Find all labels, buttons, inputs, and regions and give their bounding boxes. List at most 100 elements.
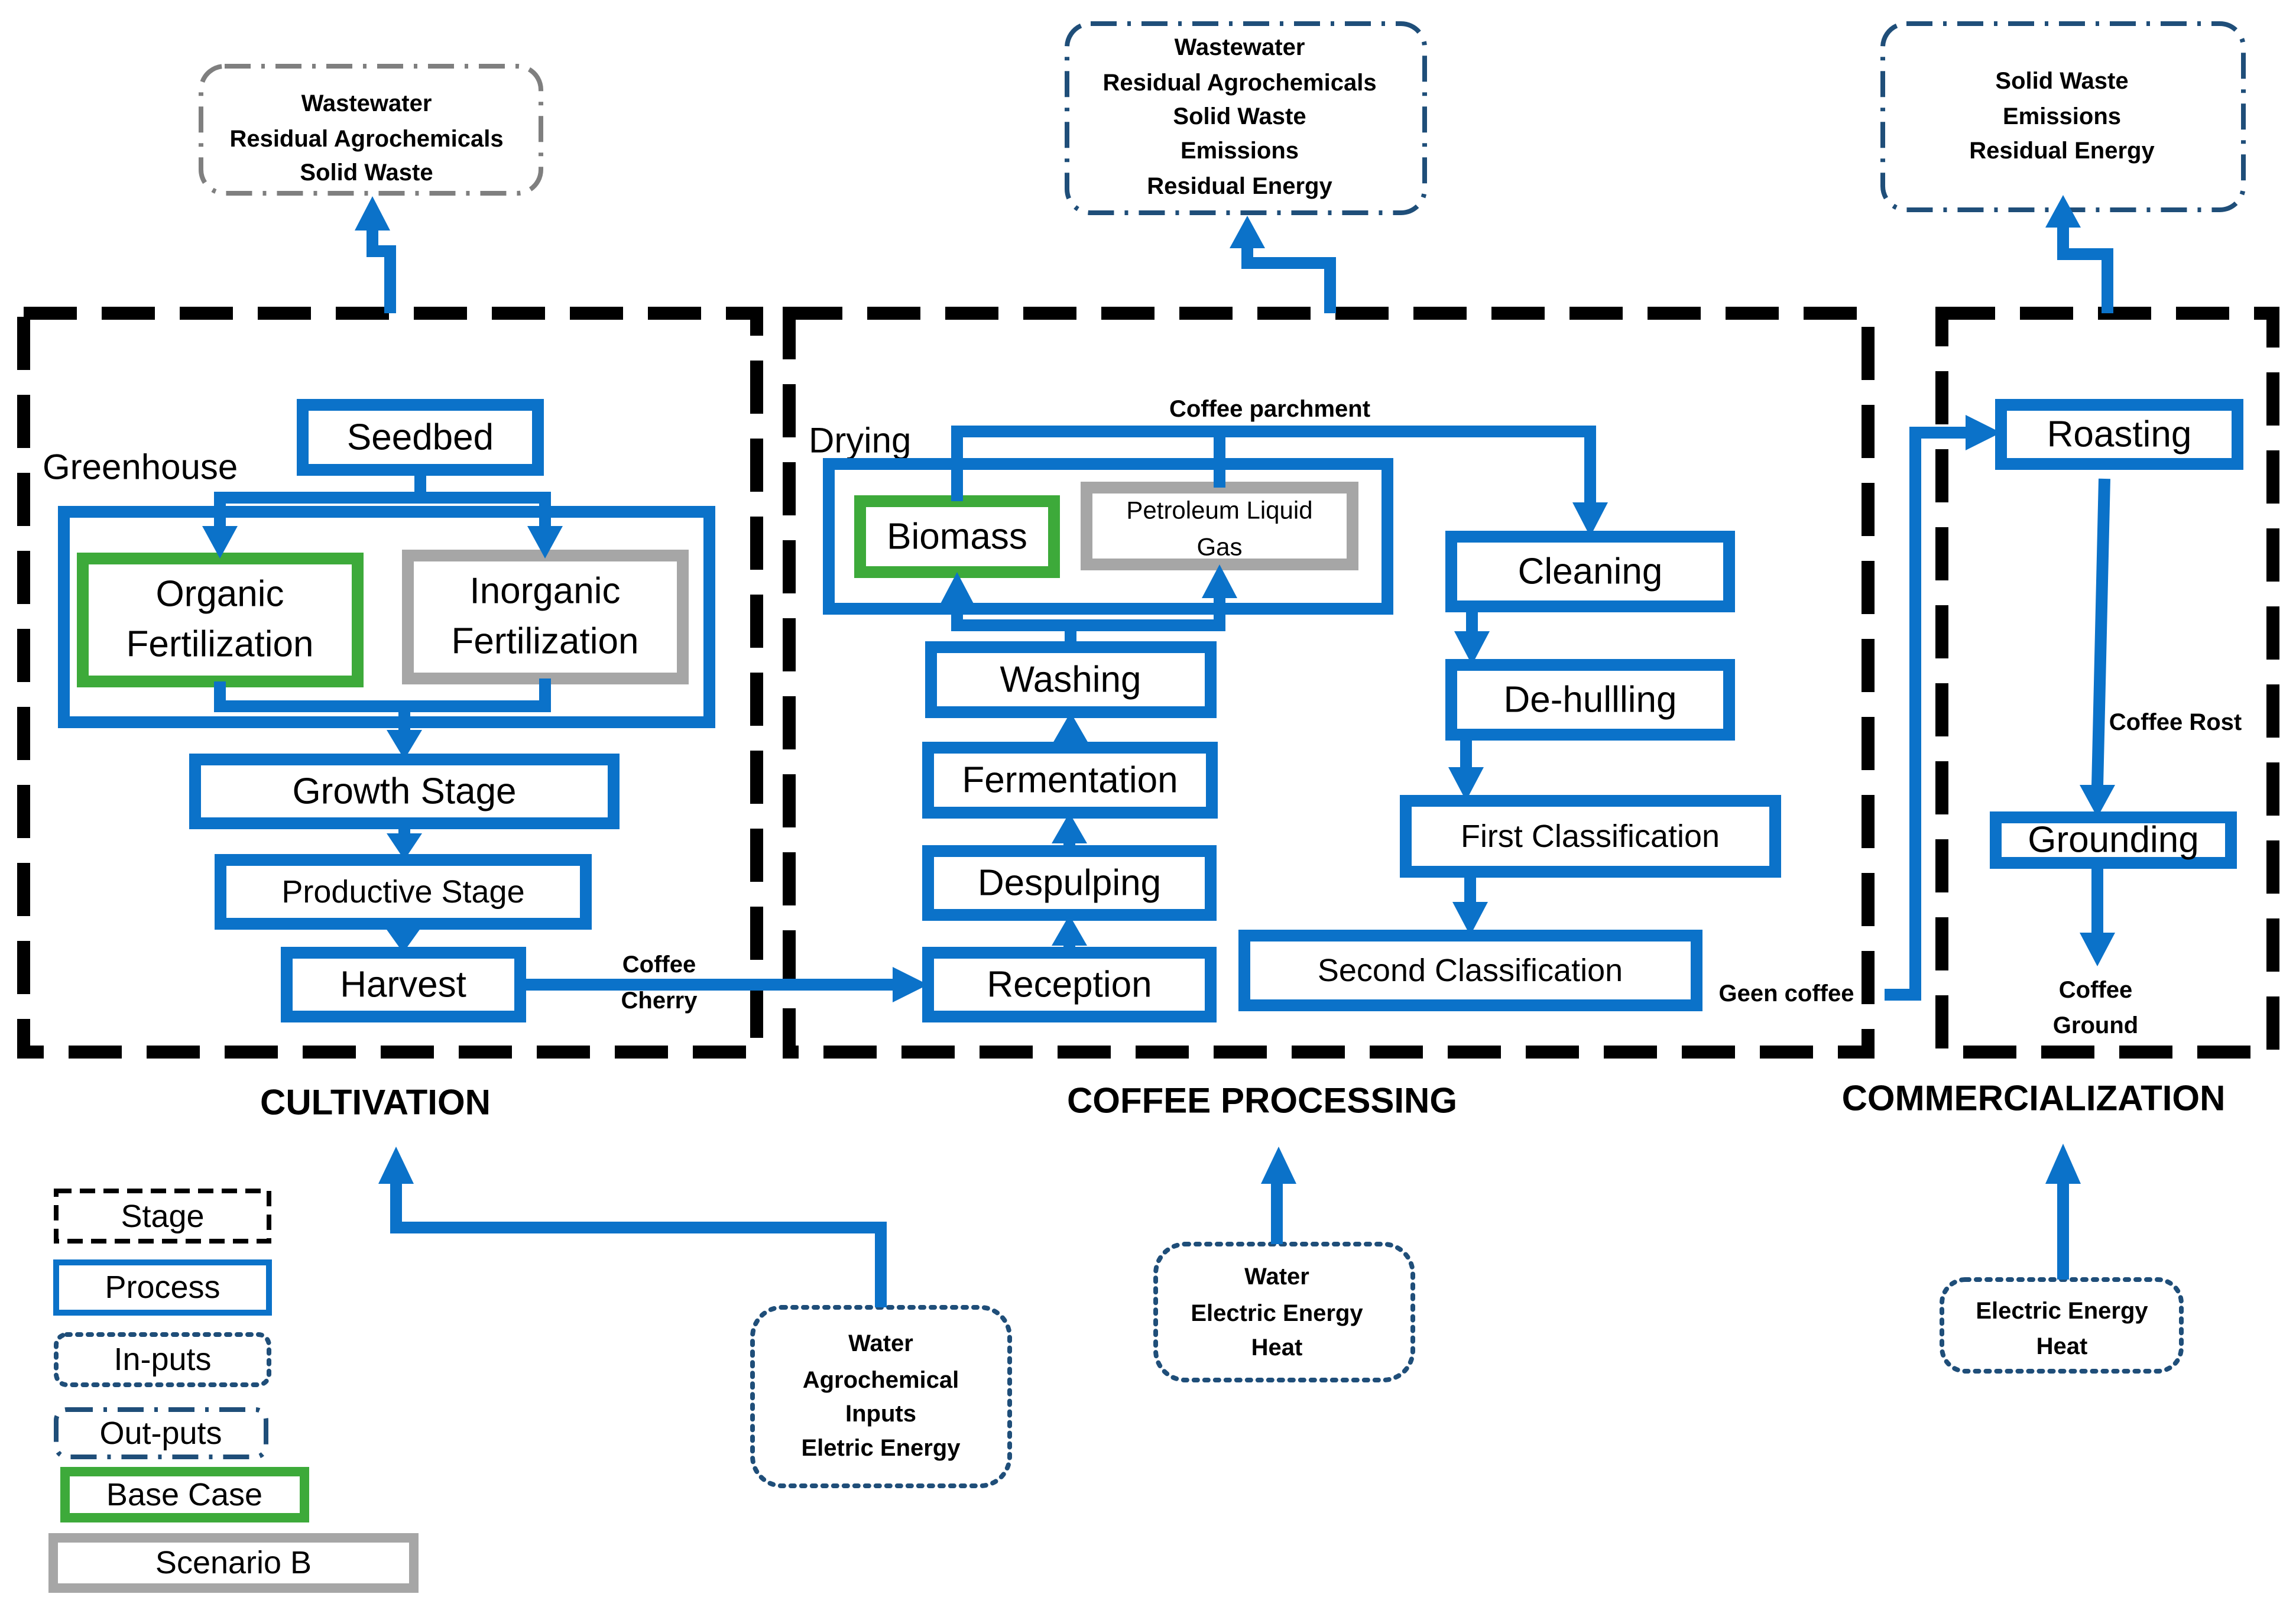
legend-base-case-swatch (60, 1467, 309, 1522)
process-harvest-label: Harvest (340, 965, 466, 1005)
process-fermentation-label: Fermentation (962, 760, 1178, 801)
process-first-classification (1400, 795, 1781, 878)
process-grounding (1990, 811, 2237, 869)
flow-arrowhead (893, 967, 928, 1002)
flow-seedbed-split (214, 470, 551, 526)
legend-process-label: Process (105, 1270, 220, 1305)
flow-arrowhead (1230, 216, 1265, 248)
process-cleaning-label: Cleaning (1518, 551, 1663, 592)
process-productive-label: Productive Stage (281, 874, 524, 910)
flow-commercialization-to-outputs (2057, 228, 2113, 313)
flow-second-classification-to-roasting (1885, 427, 1969, 1001)
output-processing-item: Residual Energy (1147, 173, 1332, 199)
flow-arrowhead (1452, 902, 1488, 936)
stage-title-commercialization: COMMERCIALIZATION (1842, 1079, 2226, 1118)
process-lpg-label-2: Gas (1196, 533, 1242, 561)
outputs-processing-box (1065, 21, 1427, 215)
flow-arrowhead (1202, 564, 1237, 598)
inputs-processing-box (1153, 1242, 1415, 1382)
output-commercialization-item: Residual Energy (1969, 138, 2155, 164)
process-biomass-label: Biomass (887, 517, 1027, 557)
outputs-cultivation-box (199, 64, 543, 196)
process-cleaning (1445, 531, 1735, 612)
input-processing-item: Heat (1251, 1335, 1303, 1361)
flow-arrowhead (1261, 1147, 1296, 1184)
process-organic-label-2: Fertilization (127, 624, 314, 665)
flow-arrowhead (1966, 415, 2001, 450)
flow-arrowhead (1052, 915, 1087, 946)
group-title-greenhouse: Greenhouse (43, 447, 238, 487)
input-commercialization-item: Electric Energy (1976, 1298, 2148, 1324)
flow-arrowhead (1454, 631, 1490, 665)
output-cultivation-item: Solid Waste (300, 160, 433, 186)
input-cultivation-item: Agrochemical (803, 1367, 959, 1393)
process-greenhouse-group (58, 506, 715, 728)
flow-arrowhead (939, 572, 975, 606)
flow-roasting-to-grounding (2091, 478, 2110, 787)
input-cultivation-item: Inputs (845, 1401, 916, 1427)
flow-washing-to-drying (951, 598, 1225, 647)
flow-arrowhead (1052, 813, 1087, 843)
input-commercialization-item: Heat (2036, 1333, 2088, 1359)
process-despulping-label: Despulping (978, 863, 1161, 904)
legend-inputs-label: In-puts (113, 1342, 211, 1377)
legend-scenario-b-label: Scenario B (155, 1545, 312, 1580)
legend-outputs-label: Out-puts (99, 1416, 222, 1451)
process-lpg-label-1: Petroleum Liquid (1126, 496, 1312, 524)
flow-label-coffee-parchment: Coffee parchment (1169, 396, 1370, 422)
flow-arrowhead (2080, 785, 2115, 817)
output-commercialization-item: Emissions (2003, 103, 2121, 129)
process-washing-label: Washing (1000, 660, 1141, 700)
stage-title-processing: COFFEE PROCESSING (1067, 1081, 1457, 1121)
process-inorganic-label-1: Inorganic (469, 571, 620, 612)
flow-processing-to-outputs (1241, 248, 1336, 313)
flow-arrowhead (387, 833, 422, 860)
process-organic-label-1: Organic (155, 574, 284, 615)
process-dehulling (1445, 659, 1735, 741)
output-processing-item: Wastewater (1175, 34, 1305, 60)
process-seedbed-label: Seedbed (347, 417, 494, 458)
flow-arrowhead (2045, 1144, 2081, 1184)
flow-label-coffee-ground-1: Coffee (2059, 977, 2132, 1003)
flow-arrowhead (385, 928, 421, 953)
legend-process-swatch (53, 1259, 272, 1316)
flow-arrowhead (2080, 933, 2115, 966)
stage-processing-boundary (783, 307, 1875, 1059)
legend-stage-swatch (54, 1189, 271, 1244)
input-cultivation-item: Water (848, 1330, 913, 1356)
flow-label-coffee-cherry-2: Cherry (621, 988, 698, 1014)
flow-arrowhead (527, 526, 563, 559)
output-commercialization-item: Solid Waste (1995, 68, 2128, 94)
output-processing-item: Solid Waste (1173, 103, 1306, 129)
legend: Stage Process In-puts Out-puts Base Case… (48, 1189, 419, 1593)
group-title-drying: Drying (809, 421, 911, 460)
flow-fertilization-merge (214, 678, 551, 733)
flow-drying-to-cleaning (951, 426, 1596, 502)
flow-arrowhead (355, 196, 390, 231)
output-processing-item: Residual Agrochemicals (1102, 70, 1376, 96)
flow-arrowhead (1053, 712, 1088, 743)
flow-label-coffee-ground-2: Ground (2053, 1012, 2138, 1038)
input-processing-item: Electric Energy (1191, 1300, 1363, 1326)
flow-label-geen-coffee: Geen coffee (1719, 981, 1854, 1007)
flow-arrowhead (378, 1147, 414, 1184)
process-drying-group (823, 458, 1393, 615)
process-growth-label: Growth Stage (292, 771, 516, 812)
process-inorganic-label-2: Fertilization (452, 621, 639, 662)
flow-arrowhead (387, 730, 422, 759)
flow-arrowhead (1448, 767, 1484, 801)
legend-inputs-swatch (54, 1332, 271, 1387)
process-first-classification-label: First Classification (1461, 819, 1720, 854)
process-grounding-label: Grounding (2028, 820, 2199, 861)
flow-arrowhead (1572, 502, 1608, 537)
process-reception-label: Reception (987, 965, 1152, 1005)
legend-scenario-b-swatch (48, 1533, 419, 1593)
process-roasting (1995, 399, 2243, 470)
flow-label-coffee-cherry-1: Coffee (622, 952, 696, 978)
legend-stage-label: Stage (121, 1199, 204, 1234)
stage-cultivation-boundary (17, 307, 763, 1059)
process-dehulling-label: De-hullling (1504, 680, 1677, 720)
process-second-classification (1238, 930, 1702, 1011)
stage-title-cultivation: CULTIVATION (260, 1083, 491, 1122)
